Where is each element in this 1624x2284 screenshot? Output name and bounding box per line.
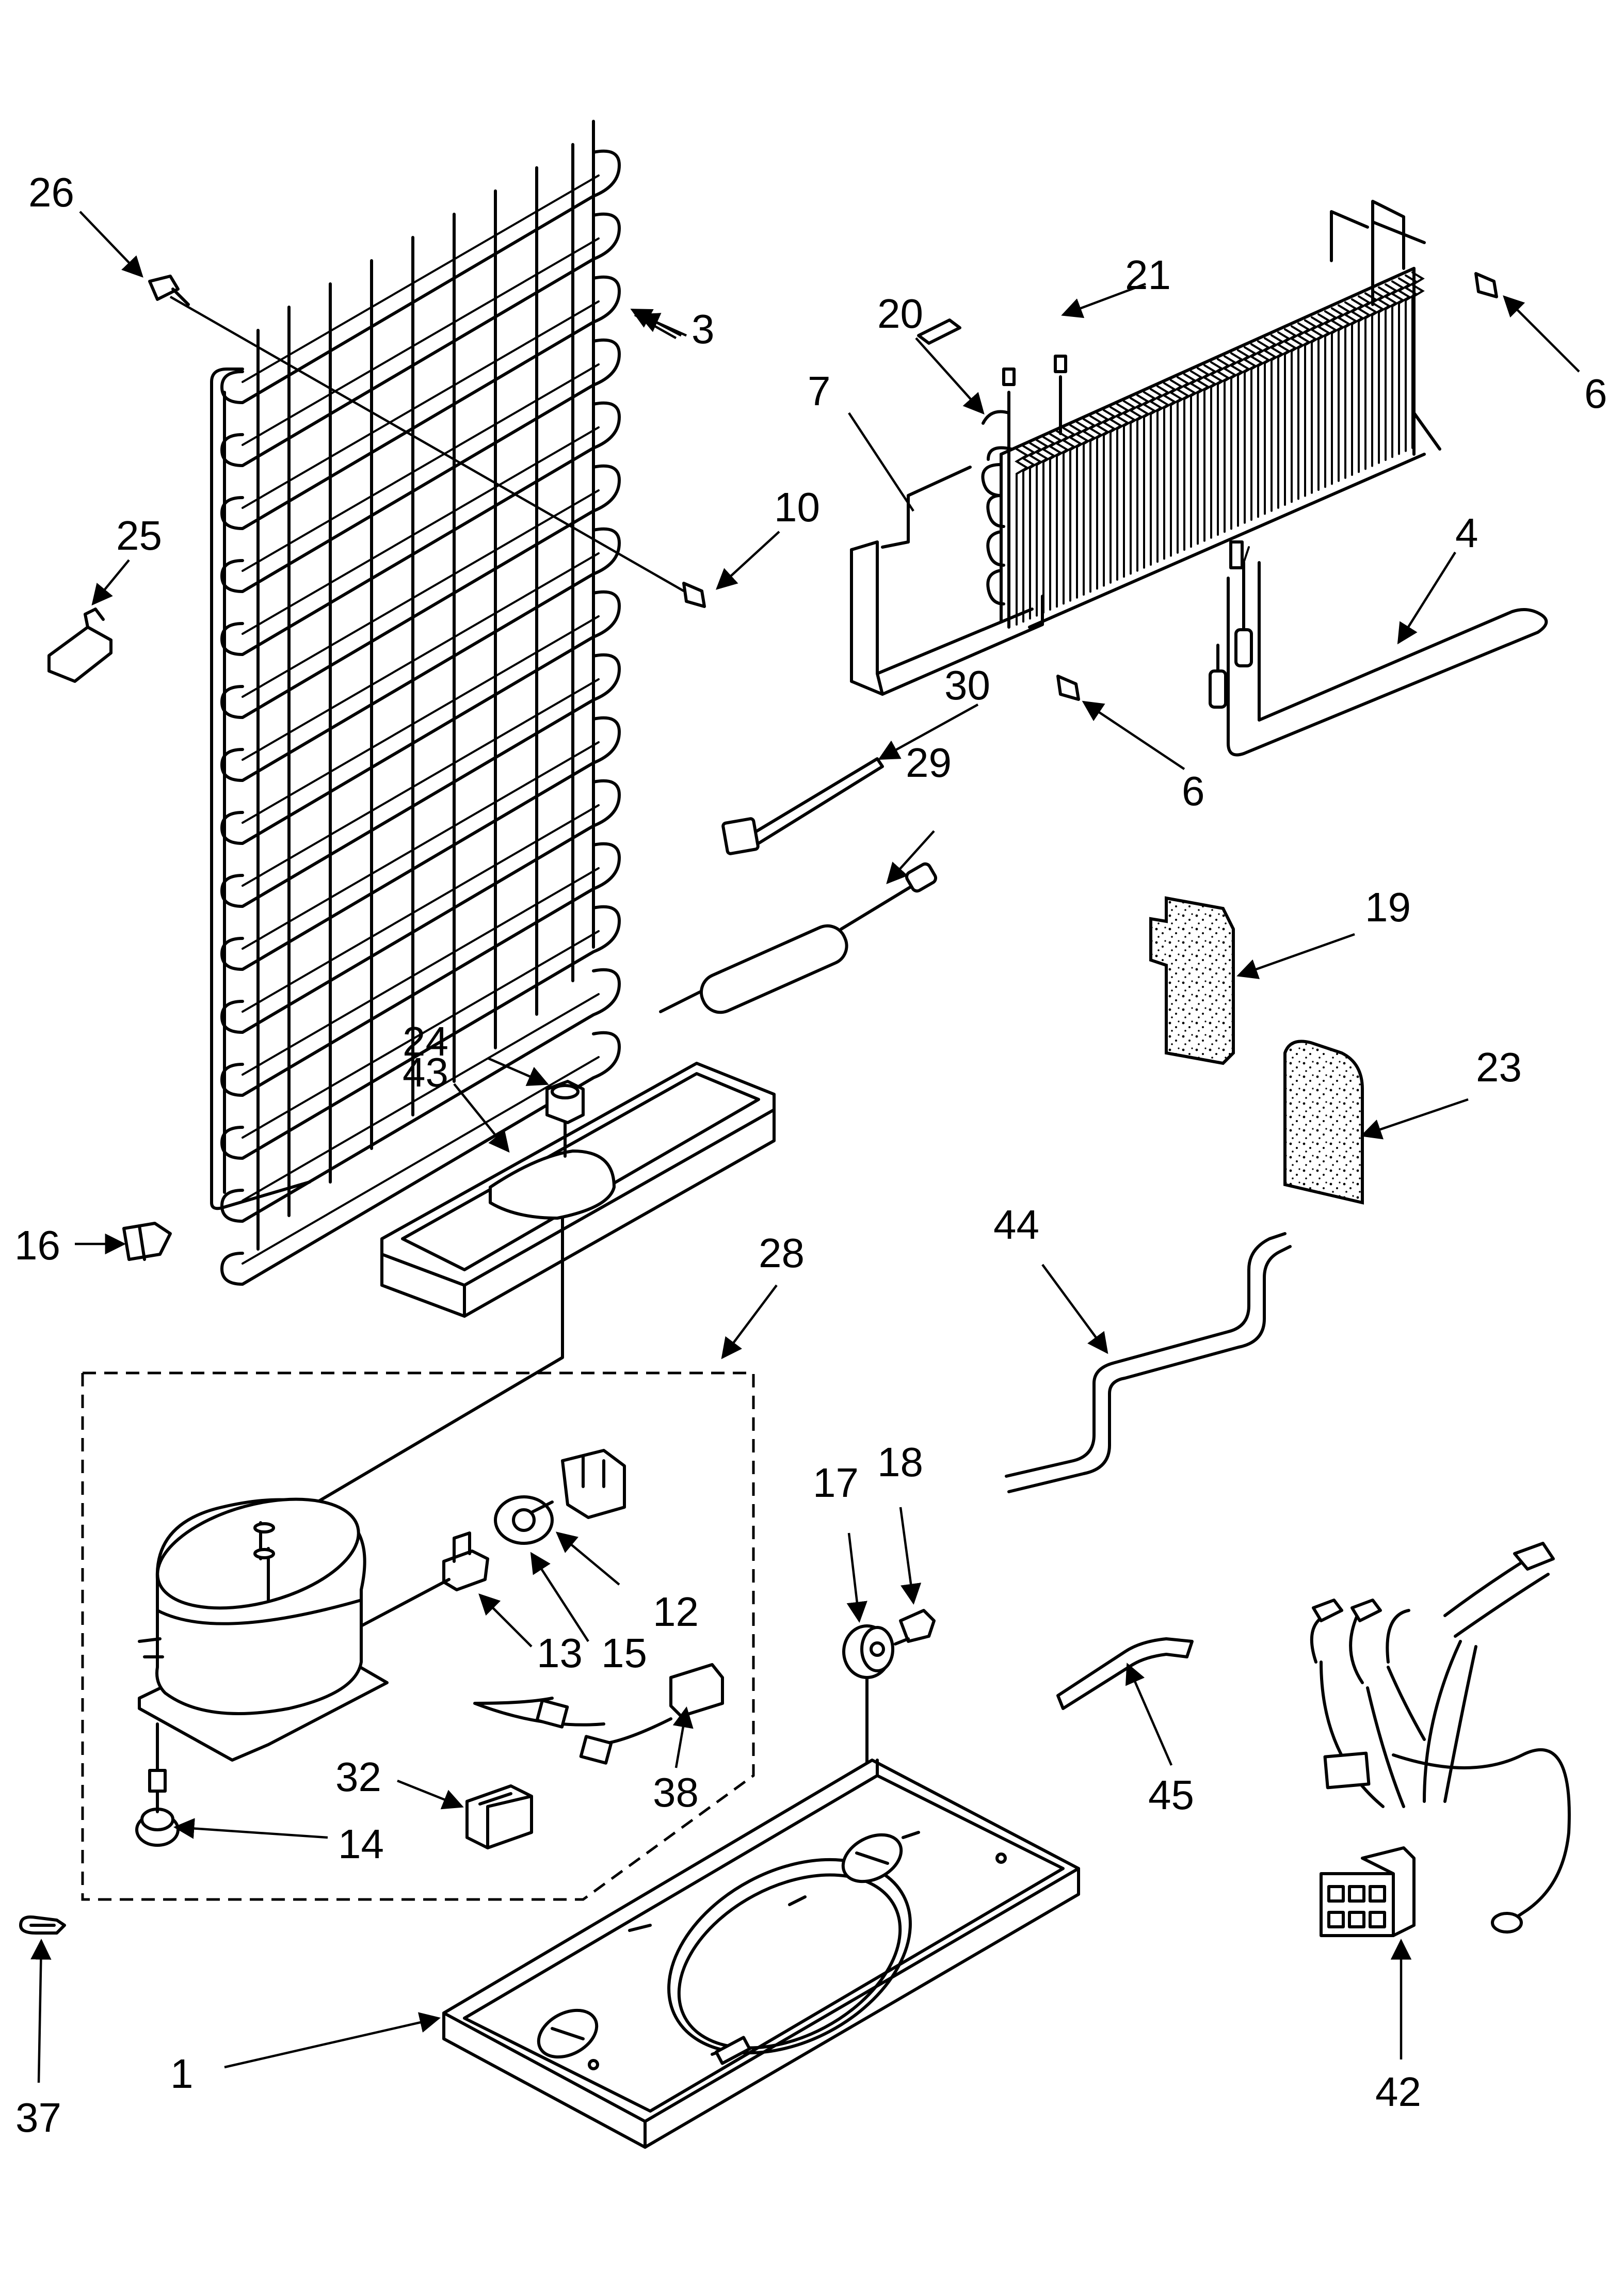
clip-16 (122, 1222, 172, 1261)
callout-26: 26 (28, 169, 74, 215)
start-device-12 (530, 1449, 626, 1519)
callout-42: 42 (1375, 2069, 1421, 2115)
callout-43: 43 (403, 1049, 448, 1095)
callout-38: 38 (653, 1769, 699, 1815)
tube-44 (1005, 1232, 1292, 1493)
condenser-coil (210, 120, 621, 1286)
screw-10 (682, 582, 706, 608)
callout-16: 16 (14, 1222, 60, 1268)
callout-10: 10 (774, 484, 820, 530)
callout-25: 25 (116, 513, 162, 558)
evaporator (850, 200, 1441, 696)
callout-13: 13 (537, 1630, 583, 1676)
compressor (138, 1497, 389, 1762)
callout-7: 7 (808, 368, 831, 414)
callout-37: 37 (15, 2095, 61, 2141)
capacitor-32 (465, 1784, 533, 1849)
callout-3: 3 (692, 306, 715, 352)
callout-1: 1 (170, 2051, 194, 2097)
foam-block-19 (1149, 896, 1235, 1065)
callout-24: 24 (403, 1018, 448, 1064)
screw-6-lower (1056, 675, 1080, 701)
bracket-25 (47, 608, 112, 683)
grommet-14 (135, 1722, 180, 1847)
callout-44: 44 (993, 1202, 1039, 1248)
callout-6-upper: 6 (1584, 371, 1607, 417)
callout-19: 19 (1365, 884, 1411, 930)
callout-23: 23 (1476, 1044, 1522, 1090)
callout-29: 29 (906, 740, 952, 786)
callout-18: 18 (877, 1439, 923, 1485)
callout-30: 30 (944, 662, 990, 708)
overload-15 (494, 1495, 554, 1545)
shoulder-screw-18 (894, 1609, 936, 1646)
compressor-assembly-28 (81, 1371, 755, 1901)
nut-24 (545, 1080, 585, 1158)
screw-6-upper (1474, 272, 1498, 298)
callout-21: 21 (1125, 252, 1171, 298)
callout-45: 45 (1148, 1772, 1194, 1818)
callout-4: 4 (1455, 510, 1478, 556)
callout-labels: 26 3 21 20 7 10 6 4 6 25 30 29 19 23 24 … (14, 169, 1607, 2141)
harness-38 (473, 1663, 724, 1765)
leader-lines (30, 211, 1580, 2083)
cable-tie (721, 757, 884, 855)
clip-37 (19, 1915, 66, 1935)
drain-pan (272, 1062, 776, 1529)
callout-12: 12 (653, 1589, 699, 1635)
drier (659, 862, 937, 1014)
callout-6-lower: 6 (1182, 768, 1205, 814)
callout-28: 28 (759, 1230, 805, 1276)
callout-14: 14 (338, 1821, 384, 1867)
tube-45 (1056, 1637, 1194, 1710)
callout-15: 15 (601, 1630, 647, 1676)
callout-17: 17 (813, 1460, 859, 1506)
callout-20: 20 (877, 291, 923, 337)
defrost-heater (1209, 540, 1548, 757)
callout-32: 32 (335, 1754, 381, 1800)
relay-13 (360, 1531, 489, 1627)
foam-block-23 (1283, 1040, 1364, 1205)
base-pan (442, 1759, 1080, 2149)
screw-26 (148, 275, 190, 306)
wiring-harness-42 (1310, 1542, 1571, 1937)
